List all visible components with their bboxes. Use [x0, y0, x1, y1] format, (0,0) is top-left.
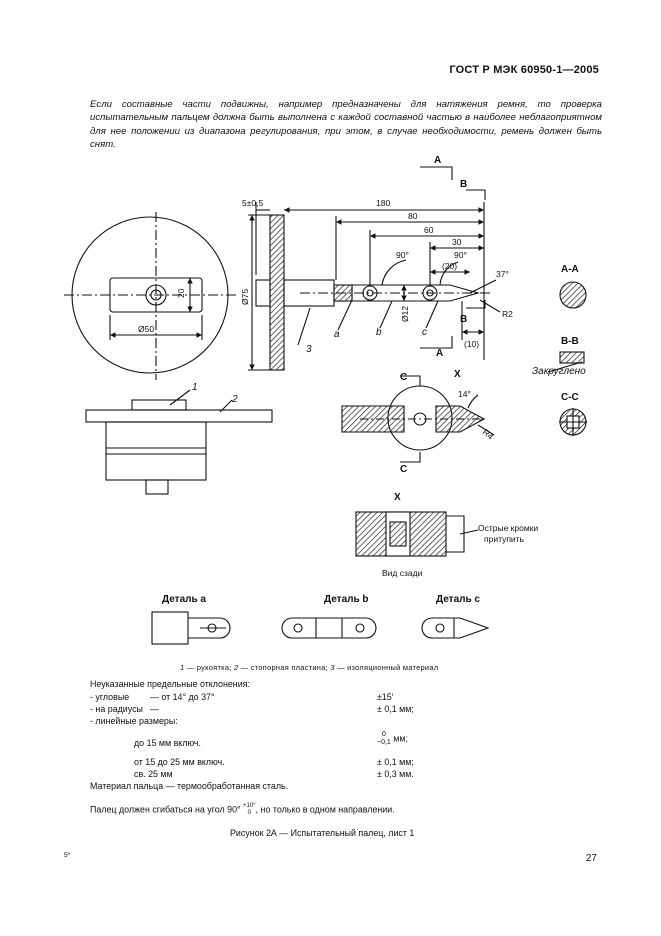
figure-legend: 1 — рукоятка; 2 — стопорная пластина; 3 … — [180, 663, 438, 672]
radii-label: - на радиусы — [90, 704, 143, 714]
dim-80-label: 80 — [408, 211, 418, 221]
side-view — [248, 166, 501, 371]
legend-n2: 2 — [233, 663, 239, 672]
legend-n1: 1 — [180, 663, 185, 672]
sheet-mark: 5* — [64, 852, 71, 859]
side-view-label: Вид сзади — [382, 568, 423, 578]
linear-3-value: ± 0,3 мм. — [377, 769, 414, 779]
technical-drawing: Ø50 20 — [64, 155, 587, 645]
detail-x-label: X — [454, 369, 461, 380]
detail-b-label: Деталь b — [324, 594, 369, 605]
assembly-view — [85, 389, 273, 495]
bend-suffix: , но только в одном направлении. — [255, 804, 395, 815]
dim-12-label: Ø12 — [400, 306, 410, 322]
detail-x-title: X — [394, 492, 401, 503]
dim-30-label: 30 — [452, 237, 462, 247]
figure-caption: Рисунок 2А — Испытательный палец, лист 1 — [230, 828, 415, 838]
dim-10-label: (10) — [464, 339, 479, 349]
radii-dash: — — [150, 704, 159, 714]
legend-t2: — стопорная пластина; — [238, 663, 331, 672]
front-view — [64, 212, 238, 380]
legend-t1: — рукоятка; — [184, 663, 234, 672]
radii-value: ± 0,1 мм; — [377, 704, 414, 714]
section-a-bottom: A — [436, 348, 443, 359]
detail-a-shape — [151, 611, 231, 645]
tolerances-title: Неуказанные предельные отклонения: — [90, 679, 250, 689]
legend-t3: — изоляционный материал — [334, 663, 439, 672]
page-number: 27 — [585, 853, 597, 864]
linear-label: - линейные размеры: — [90, 716, 178, 726]
dim-20-label: 20 — [176, 288, 186, 298]
linear-1-bottom: −0,1 — [377, 739, 391, 746]
linear-1-value: 0−0,1 мм; — [377, 731, 408, 747]
linear-1-unit: мм; — [393, 733, 408, 744]
legend-n3: 3 — [330, 663, 335, 672]
bend-note: Палец должен сгибаться на угол 90° +10°0… — [90, 803, 395, 817]
angle-14-label: 14° — [458, 389, 471, 399]
linear-2-label: от 15 до 25 мм включ. — [134, 757, 225, 767]
view-bb-label: B-B — [561, 336, 579, 347]
sharp-edges-line2: притупить — [484, 534, 525, 544]
angle-90b-label: 90° — [454, 250, 467, 260]
detail-b-shape — [281, 617, 377, 639]
section-b-bottom: B — [460, 314, 467, 325]
detail-c-label: Деталь c — [436, 594, 480, 605]
detail-a-label: Деталь a — [162, 594, 206, 605]
dim-50-label: Ø50 — [138, 324, 154, 334]
label-3: 3 — [306, 344, 312, 355]
section-c-bottom: C — [400, 464, 407, 475]
radius-r2-label: R2 — [502, 309, 513, 319]
section-c-top: C — [400, 372, 407, 383]
dim-75-label: Ø75 — [240, 289, 250, 305]
view-aa-label: A-A — [561, 264, 579, 275]
document-header: ГОСТ Р МЭК 60950-1—2005 — [449, 64, 599, 76]
intro-paragraph: Если составные части подвижны, например … — [90, 99, 602, 151]
linear-3-label: св. 25 мм — [134, 769, 173, 779]
angular-label: - угловые — [90, 692, 130, 702]
radius-r4-label: R4 — [481, 427, 496, 442]
linear-1-label: до 15 мм включ. — [134, 738, 202, 748]
section-a-top: A — [434, 155, 441, 166]
section-views — [547, 281, 587, 436]
bend-prefix: Палец должен сгибаться на угол 90° — [90, 804, 241, 815]
material-note: Материал пальца — термообработанная стал… — [90, 781, 289, 791]
zakrugleno-label: Закруглено — [532, 366, 586, 377]
label-1: 1 — [192, 382, 198, 393]
label-2: 2 — [231, 394, 238, 405]
section-b-top: B — [460, 179, 467, 190]
angle-37-label: 37° — [496, 269, 509, 279]
bend-tol-top: +10 — [243, 803, 254, 809]
detail-x-view — [355, 511, 479, 557]
dim-60-label: 60 — [424, 225, 434, 235]
label-a: a — [334, 329, 340, 340]
dim-5-label: 5±0,5 — [242, 198, 263, 208]
dim-180-label: 180 — [376, 198, 390, 208]
sharp-edges-line1: Острые кромки — [478, 523, 538, 533]
angular-range: — от 14° до 37° — [150, 692, 215, 702]
bend-tol-bottom: 0 — [247, 810, 251, 816]
angular-value: ±15′ — [377, 692, 394, 702]
joint-detail — [341, 375, 495, 463]
label-c: c — [422, 327, 427, 338]
bend-tol-sup: ° — [253, 803, 256, 809]
detail-c-shape — [421, 617, 490, 639]
dim-20p-label: (20) — [442, 261, 457, 271]
label-b: b — [376, 327, 382, 338]
view-cc-label: C-C — [561, 392, 579, 403]
linear-1-top: 0 — [381, 731, 386, 738]
linear-2-value: ± 0,1 мм; — [377, 757, 414, 767]
angle-90a-label: 90° — [396, 250, 409, 260]
